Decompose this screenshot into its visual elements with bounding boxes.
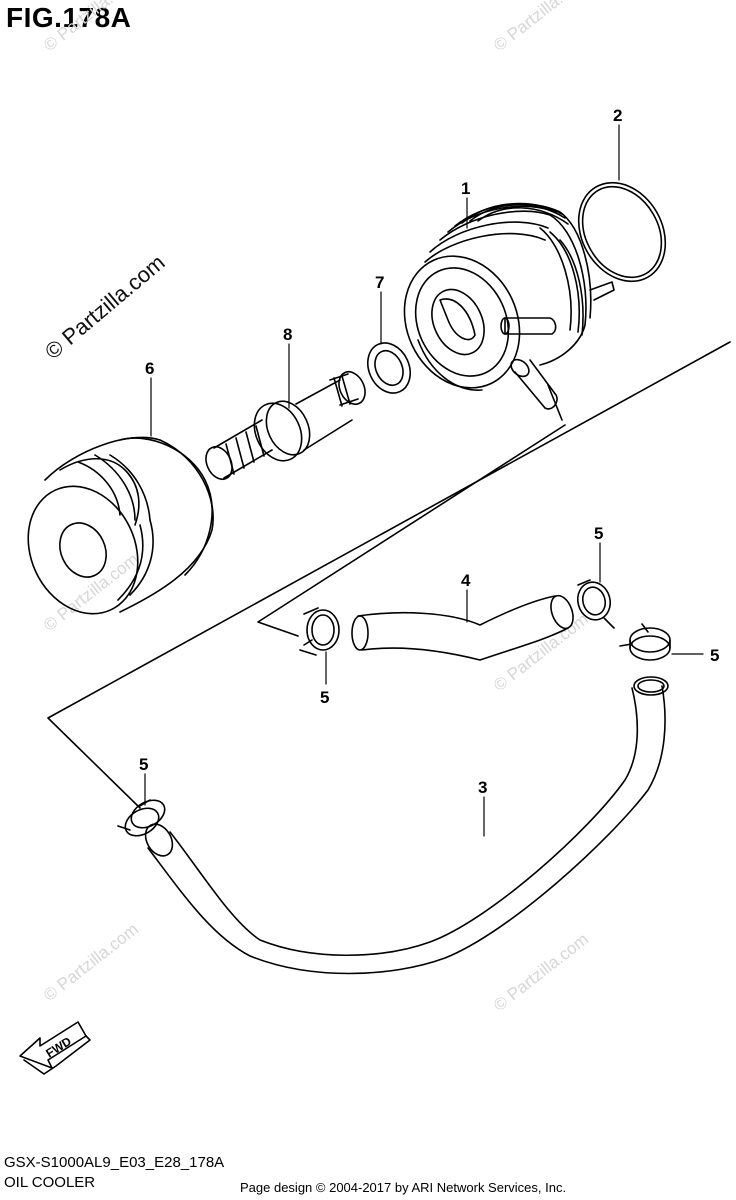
oil-cooler-body[interactable] bbox=[383, 202, 615, 410]
hose-clamp[interactable] bbox=[619, 623, 671, 661]
hose-long[interactable] bbox=[140, 676, 669, 975]
hose-clamp[interactable] bbox=[299, 607, 340, 656]
o-ring-large[interactable] bbox=[561, 167, 682, 297]
gasket-washer[interactable] bbox=[360, 336, 418, 400]
callout-5[interactable]: 5 bbox=[139, 755, 148, 774]
callout-6[interactable]: 6 bbox=[145, 359, 154, 378]
figure-title: FIG.178A bbox=[6, 2, 132, 33]
hose-clamp[interactable] bbox=[117, 795, 170, 842]
callout-3[interactable]: 3 bbox=[478, 778, 487, 797]
callout-8[interactable]: 8 bbox=[283, 325, 292, 344]
copyright-text: Page design © 2004-2017 by ARI Network S… bbox=[240, 1180, 567, 1195]
oil-filter[interactable] bbox=[8, 436, 214, 631]
callout-5[interactable]: 5 bbox=[320, 688, 329, 707]
fwd-arrow-icon: FWD bbox=[19, 1021, 91, 1075]
hose-short[interactable] bbox=[351, 593, 577, 661]
model-code: GSX-S1000AL9_E03_E28_178A bbox=[4, 1154, 225, 1171]
callout-5[interactable]: 5 bbox=[710, 646, 719, 665]
callout-2[interactable]: 2 bbox=[613, 106, 622, 125]
union-bolt[interactable] bbox=[201, 368, 370, 484]
callout-4[interactable]: 4 bbox=[461, 571, 471, 590]
callout-5[interactable]: 5 bbox=[594, 524, 603, 543]
callout-7[interactable]: 7 bbox=[375, 273, 384, 292]
leader-lines bbox=[144, 124, 704, 837]
page-name: OIL COOLER bbox=[4, 1174, 96, 1191]
callout-1[interactable]: 1 bbox=[461, 179, 470, 198]
hose-clamp[interactable] bbox=[574, 579, 615, 629]
assembly-frame-lines bbox=[47, 341, 731, 809]
